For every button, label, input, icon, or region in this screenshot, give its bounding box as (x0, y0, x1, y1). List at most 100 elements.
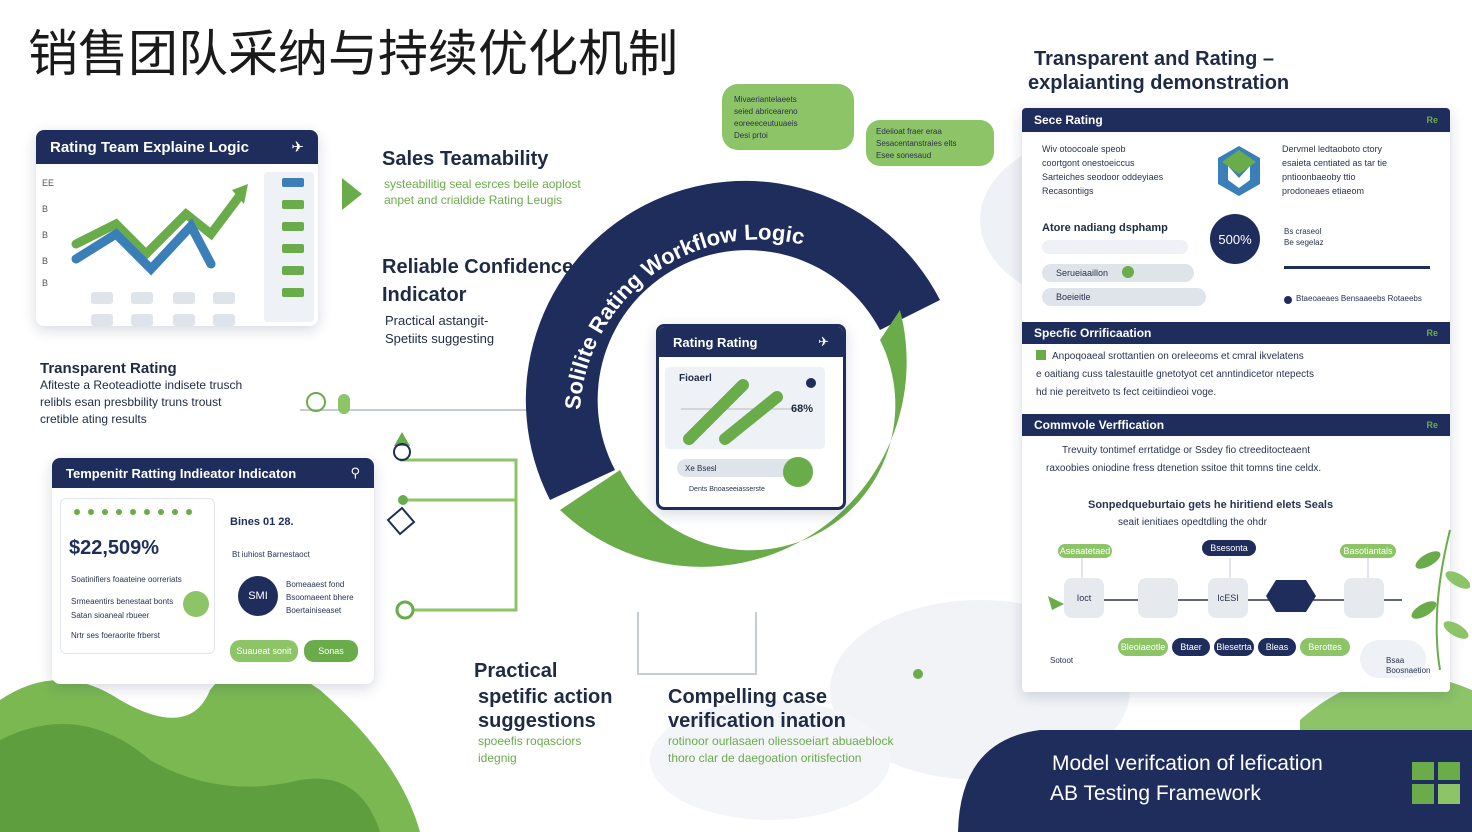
score-logo: Re (1426, 115, 1438, 125)
ring-connectors (637, 612, 923, 679)
practical-desc-1: spoeefis roqasciors (478, 734, 582, 748)
footer-line-2: AB Testing Framework (1050, 782, 1261, 805)
bubble-1-line-4: Desi prtoi (734, 131, 768, 140)
speech-bubble-1: Mivaeriantelaeets seied abriceareno eore… (722, 84, 854, 150)
svg-text:B: B (42, 230, 48, 240)
indicator-left-panel: $22,509% Soatinifiers foaateine oorreria… (60, 498, 215, 654)
footer-line-1: Model verifcation of lefication (1052, 752, 1323, 775)
spec-logo: Re (1426, 328, 1438, 338)
flow-right-blob (1360, 640, 1426, 678)
practical-heading-1: Practical (474, 660, 558, 682)
indicator-circle-desc-1: Bomeaaest fond (286, 580, 345, 589)
score-bar-empty (1042, 240, 1188, 254)
flow-right-label-1: Bsaa (1386, 656, 1405, 665)
center-card-title: Rating Rating (673, 334, 758, 350)
flow-left-label: Sotoot (1050, 656, 1074, 665)
score-text-right-4: prodoneaes etiaeom (1282, 186, 1365, 196)
score-text-left-3: Sarteiches seodoor oddeyiaes (1042, 172, 1164, 182)
indicator-circle: SMI (238, 576, 278, 616)
score-text-left: Wiv otoocoale speob coortgont onestoeicc… (1042, 142, 1163, 198)
score-subtitle: Atore nadiang dsphamp (1042, 222, 1168, 234)
pin-icon: ⚲ (350, 465, 360, 480)
score-text-left-1: Wiv otoocoale speob (1042, 144, 1126, 154)
comp-text-1: Trevuity tontimef errtatidge or Ssdey fi… (1062, 445, 1311, 456)
svg-text:EE: EE (42, 178, 54, 188)
score-text-left-2: coortgont onestoeiccus (1042, 158, 1135, 168)
flow-tag-1: Aseaatetaed (1058, 544, 1112, 558)
flow-pill-3: Blesetrta (1214, 638, 1254, 656)
svg-text:B: B (42, 278, 48, 288)
score-bar-1: Serueiaaillon (1042, 264, 1194, 282)
score-text-right-3: pntioonbaeoby ttio (1282, 172, 1356, 182)
flow-pill-2: Btaer (1172, 638, 1210, 656)
rating-card-title: Rating Team Explaine Logic (50, 138, 249, 156)
reliable-heading-2: Indicator (382, 284, 467, 306)
indicator-card: Tempenitr Ratting Indieator Indicaton ⚲ … (52, 458, 374, 684)
flow-tag-2: Bsesonta (1202, 540, 1256, 556)
transparent-left-desc-2: relibls esan presbbility truns troust (40, 395, 222, 409)
compelling-desc-2: thoro clar de daegoation oritisfection (668, 751, 862, 765)
compelling-desc-1: rotinoor ourlasaen oliessoeiart abuaeblo… (668, 734, 894, 748)
score-value-circle: 500% (1210, 214, 1260, 264)
check-circle-icon (183, 591, 209, 617)
bubble-1-line-1: Mivaeriantelaeets (734, 95, 797, 104)
right-heading-2: explaianting demonstration (1028, 72, 1290, 94)
comp-title: Commvole Verffication (1034, 418, 1165, 432)
practical-heading-2: spetific action (478, 686, 613, 708)
transparent-left-desc-3: cretible ating results (40, 412, 147, 426)
chevron-right-icon (342, 178, 362, 210)
indicator-button-2[interactable]: Sonas (304, 640, 358, 662)
svg-text:B: B (42, 204, 48, 214)
comp-text-4: seait ienitiaes opedtdling the ohdr (1118, 517, 1267, 528)
indicator-button-1[interactable]: Suaueat sonit (230, 640, 298, 662)
bubble-2-line-3: Esee sonesaud (876, 151, 932, 160)
gauge-icon (783, 457, 813, 487)
indicator-line-4: Nrtr ses foeraorite frberst (71, 631, 160, 640)
flow-node-1: Ioct (1064, 578, 1104, 618)
note-dot (1284, 296, 1292, 304)
indicator-card-title: Tempenitr Ratting Indieator Indicaton (66, 465, 297, 481)
center-chart (681, 378, 816, 445)
flow-node-2 (1138, 578, 1178, 618)
score-note: Btaeoaeaes Bensaaeebs Rotaeebs (1296, 294, 1422, 303)
comp-text-2: raxoobies oniodine fress dtenetion ssito… (1046, 463, 1322, 474)
plant-decor (1411, 529, 1470, 670)
flow-tag-3: Basotiantals (1340, 544, 1396, 558)
flow-right-label: Bsaa Boosnaetion (1386, 656, 1430, 676)
right-panel: Sece Rating Re Wiv otoocoale speob coort… (1022, 108, 1450, 692)
flow-node-3: IcESI (1208, 578, 1248, 618)
reliable-desc-1: Practical astangit- (385, 313, 489, 328)
center-card-foot: Dents Bnoaseeiasserste (689, 486, 765, 493)
score-text-left-4: Recasontiigs (1042, 186, 1094, 196)
reliable-heading-1: Reliable Confidence (382, 256, 574, 278)
speech-bubble-2: Edeiioat fraer eraa Sesacentanstraies el… (866, 120, 994, 166)
score-rating-header: Sece Rating Re (1022, 108, 1450, 132)
comp-logo: Re (1426, 420, 1438, 430)
indicator-side-label: Bt iuhiost Barnestaoct (232, 550, 310, 559)
spec-text-1: Anpoqoaeal srottantien on oreleeoms et c… (1052, 351, 1304, 362)
score-text-right-2: esaieta centiated as tar tie (1282, 158, 1388, 168)
indicator-circle-desc-2: Bsoomaeent bhere (286, 593, 354, 602)
comp-header: Commvole Verffication Re (1022, 414, 1450, 436)
sales-desc-2: anpet and crialdide Rating Leugis (384, 193, 563, 207)
bubble-2-line-1: Edeiioat fraer eraa (876, 127, 942, 136)
spec-title: Specfic Orrificaation (1034, 326, 1152, 340)
indicator-line-1: Soatinifiers foaateine oorreriats (71, 575, 182, 584)
pin-icon: ✈ (818, 334, 829, 349)
spec-header: Specfic Orrificaation Re (1022, 322, 1450, 344)
bubble-1-line-2: seied abriceareno (734, 107, 798, 116)
flow-right-label-2: Boosnaetion (1386, 666, 1431, 675)
svg-text:B: B (42, 256, 48, 266)
score-bar-2: Boeieitle (1042, 288, 1206, 306)
score-rating-title: Sece Rating (1034, 113, 1103, 127)
practical-desc-2: idegnig (478, 751, 517, 765)
center-card-small: Xe Bsesl (677, 459, 813, 477)
indicator-value: $22,509% (69, 537, 160, 559)
sales-heading: Sales Teamability (382, 148, 549, 170)
compelling-heading-2: verification ination (668, 710, 846, 732)
indicator-circle-desc-3: Boertainiseaset (286, 606, 342, 615)
center-card-label: Fioaerl (679, 373, 712, 384)
hexagon-shield-icon (1218, 146, 1260, 196)
score-text-right-1: Dervmel ledtaoboto ctory (1282, 144, 1383, 154)
